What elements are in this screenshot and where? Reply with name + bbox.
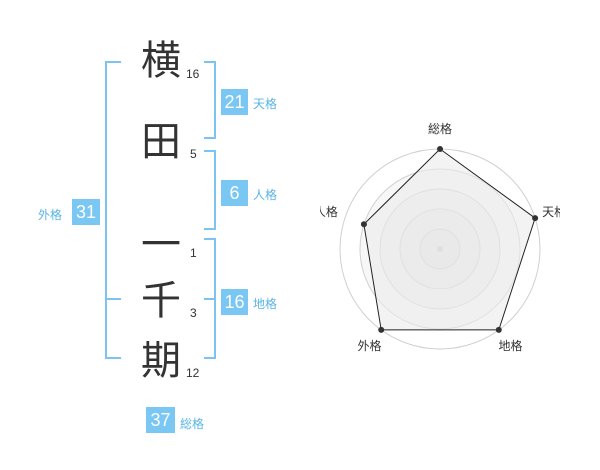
kanji-given-3: 期 bbox=[141, 338, 181, 384]
radar-chart: 総格天格地格 外格 人格 bbox=[320, 121, 560, 353]
stroke-count-surname-1: 16 bbox=[186, 67, 200, 81]
radar-point-3 bbox=[378, 326, 385, 333]
stroke-count-given-3: 12 bbox=[186, 366, 200, 380]
radar-labels: 総格天格地格 外格 人格 bbox=[320, 121, 560, 353]
radar-axis-label-2: 地格 bbox=[498, 338, 522, 353]
gaikaku-divider bbox=[105, 298, 121, 300]
jinkaku-badge: 6 bbox=[221, 180, 248, 206]
soukaku-badge: 37 bbox=[146, 407, 175, 433]
radar-axis-label-0: 総格 bbox=[428, 121, 452, 136]
jinkaku-bracket bbox=[204, 150, 216, 230]
chikaku-label: 地格 bbox=[253, 297, 278, 311]
radar-axis-label-1: 天格 bbox=[542, 204, 560, 219]
kanji-surname-1: 横 bbox=[141, 38, 181, 84]
kanji-given-1: 一 bbox=[141, 222, 181, 268]
soukaku-label: 総格 bbox=[180, 417, 205, 431]
stroke-count-given-1: 1 bbox=[190, 246, 197, 260]
radar-polygon bbox=[363, 148, 536, 331]
gaikaku-label: 外格 bbox=[38, 208, 63, 222]
chikaku-badge: 16 bbox=[221, 289, 248, 315]
tenkaku-badge: 21 bbox=[221, 89, 248, 115]
chikaku-divider bbox=[204, 298, 216, 300]
radar-axis-label-4: 人格 bbox=[320, 204, 338, 219]
radar-point-4 bbox=[360, 221, 367, 228]
stroke-count-surname-2: 5 bbox=[190, 147, 197, 161]
gaikaku-badge: 31 bbox=[72, 199, 100, 225]
radar-points bbox=[360, 146, 539, 333]
kanji-given-2: 千 bbox=[141, 278, 181, 324]
radar-point-0 bbox=[437, 146, 443, 152]
stroke-count-given-2: 3 bbox=[190, 306, 197, 320]
jinkaku-label: 人格 bbox=[253, 188, 278, 202]
tenkaku-bracket bbox=[204, 61, 216, 139]
radar-point-2 bbox=[495, 326, 502, 333]
radar-point-1 bbox=[532, 215, 539, 222]
tenkaku-label: 天格 bbox=[253, 97, 278, 111]
radar-axis-label-3: 外格 bbox=[357, 338, 381, 353]
kanji-surname-2: 田 bbox=[141, 119, 181, 165]
gaikaku-bracket bbox=[105, 61, 121, 359]
